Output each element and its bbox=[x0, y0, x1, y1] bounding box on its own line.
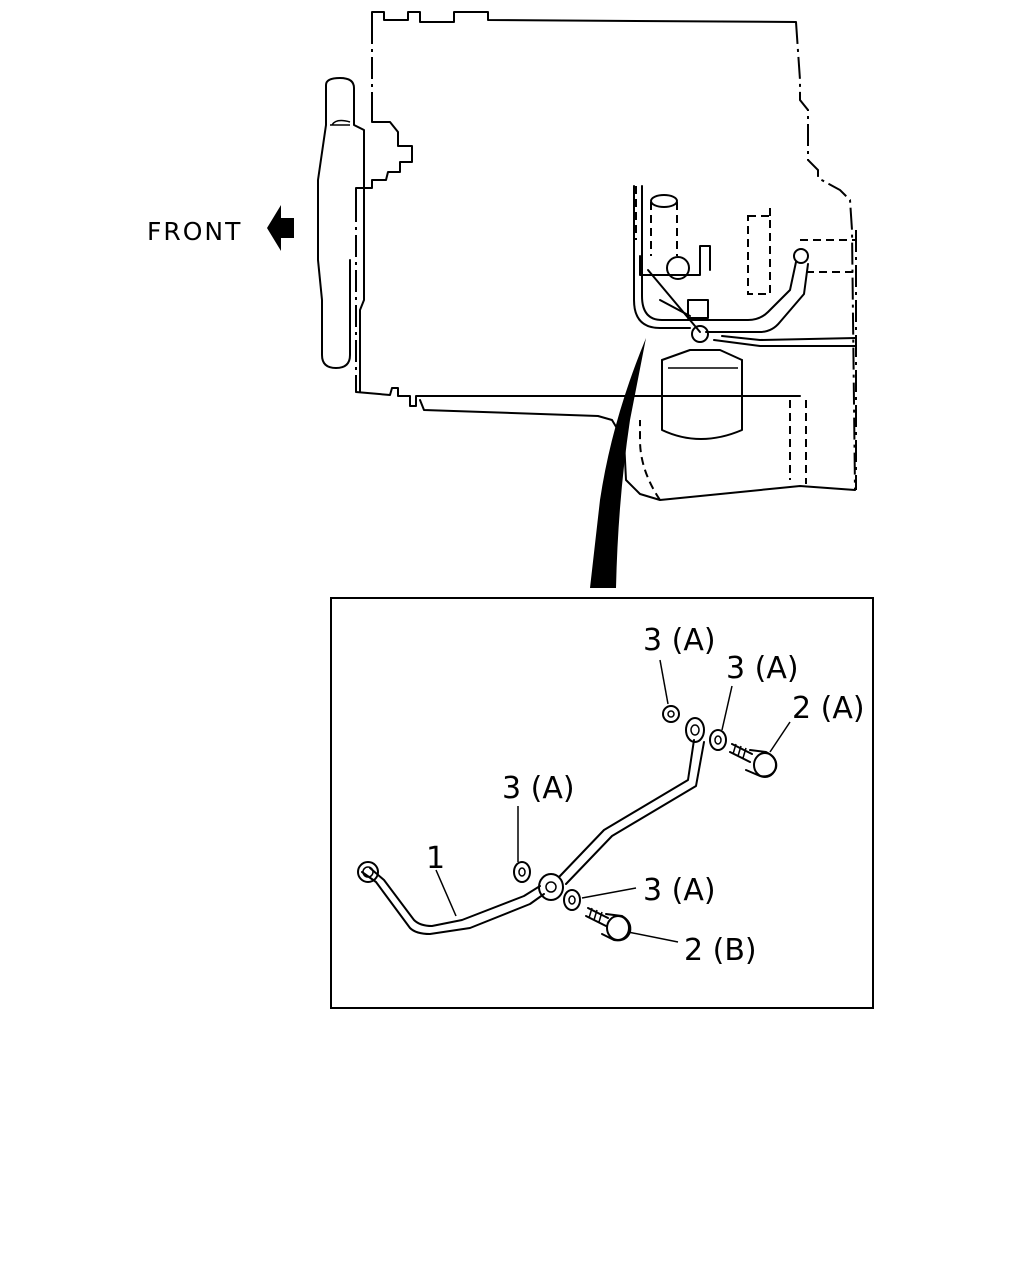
callout-3a-lower: 3 (A) bbox=[643, 873, 716, 908]
callout-2a: 2 (A) bbox=[792, 691, 865, 726]
washer-part bbox=[709, 729, 727, 751]
callout-3a-right: 3 (A) bbox=[726, 651, 799, 686]
callout-2b: 2 (B) bbox=[684, 933, 757, 968]
detail-frame bbox=[330, 597, 874, 1009]
detail-leader bbox=[590, 338, 646, 588]
washer-part bbox=[662, 705, 680, 723]
callout-leaders bbox=[435, 659, 791, 943]
callout-3a-left: 3 (A) bbox=[502, 771, 575, 806]
oil-pan bbox=[355, 387, 801, 407]
washer-part bbox=[513, 861, 531, 883]
engine-overview: FRONT bbox=[147, 11, 857, 588]
oil-pipe-installed bbox=[633, 185, 857, 347]
detail-view: 1 3 (A) 3 (A) 2 (A) 3 (A) 3 (A) 2 (B) bbox=[357, 623, 865, 968]
callout-1: 1 bbox=[426, 841, 445, 876]
front-pulley-assembly bbox=[317, 77, 365, 393]
front-label: FRONT bbox=[147, 217, 242, 246]
oil-pipe-part bbox=[357, 717, 705, 935]
washer-part bbox=[563, 889, 581, 911]
upper-component bbox=[635, 186, 856, 295]
eye-bolt-part bbox=[729, 743, 778, 778]
oil-pan-lower bbox=[419, 399, 856, 501]
callout-3a-top: 3 (A) bbox=[643, 623, 716, 658]
engine-block-outline bbox=[371, 11, 797, 23]
oil-filter bbox=[661, 349, 743, 440]
front-arrow-icon bbox=[267, 205, 294, 251]
front-pulley-inner bbox=[330, 119, 351, 126]
eye-bolt-part bbox=[585, 907, 632, 942]
engine-block-right-edge bbox=[795, 21, 856, 491]
timing-case bbox=[355, 109, 413, 201]
oil-pan-hidden bbox=[639, 400, 807, 501]
